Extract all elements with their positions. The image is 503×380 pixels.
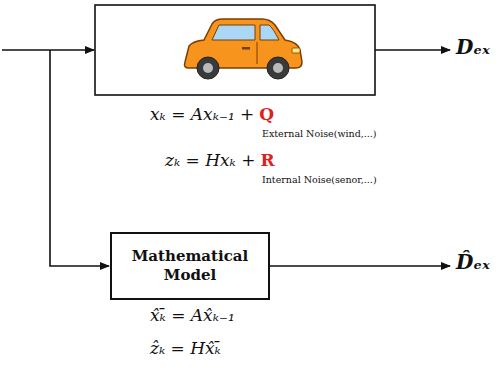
noise-note: Internal Noise(senor,...) — [262, 174, 377, 185]
prediction-equation: ẑₖ = Hx̂ₖ̄ — [150, 338, 221, 358]
noise-symbol: Q — [259, 104, 274, 124]
measurement-equation: zₖ = Hxₖ + — [165, 150, 255, 170]
box-label: Mathematical Model — [122, 247, 258, 285]
estimate-symbol: D̂ₑₓ — [456, 250, 490, 274]
model-box: Mathematical Model — [110, 232, 270, 300]
input-line — [2, 49, 94, 51]
estimate-line — [270, 265, 450, 267]
prediction-equation: x̂ₖ̄ = Ax̂ₖ₋₁ — [150, 305, 235, 325]
noise-symbol: R — [260, 150, 274, 170]
input-branch — [50, 50, 109, 266]
plant-box — [95, 5, 375, 95]
output-symbol: Dₑₓ — [456, 35, 490, 59]
state-equation: xₖ = Axₖ₋₁ + — [150, 104, 254, 124]
car-illustration — [185, 19, 303, 79]
noise-note: External Noise(wind,...) — [262, 128, 377, 139]
output-line — [375, 49, 450, 51]
